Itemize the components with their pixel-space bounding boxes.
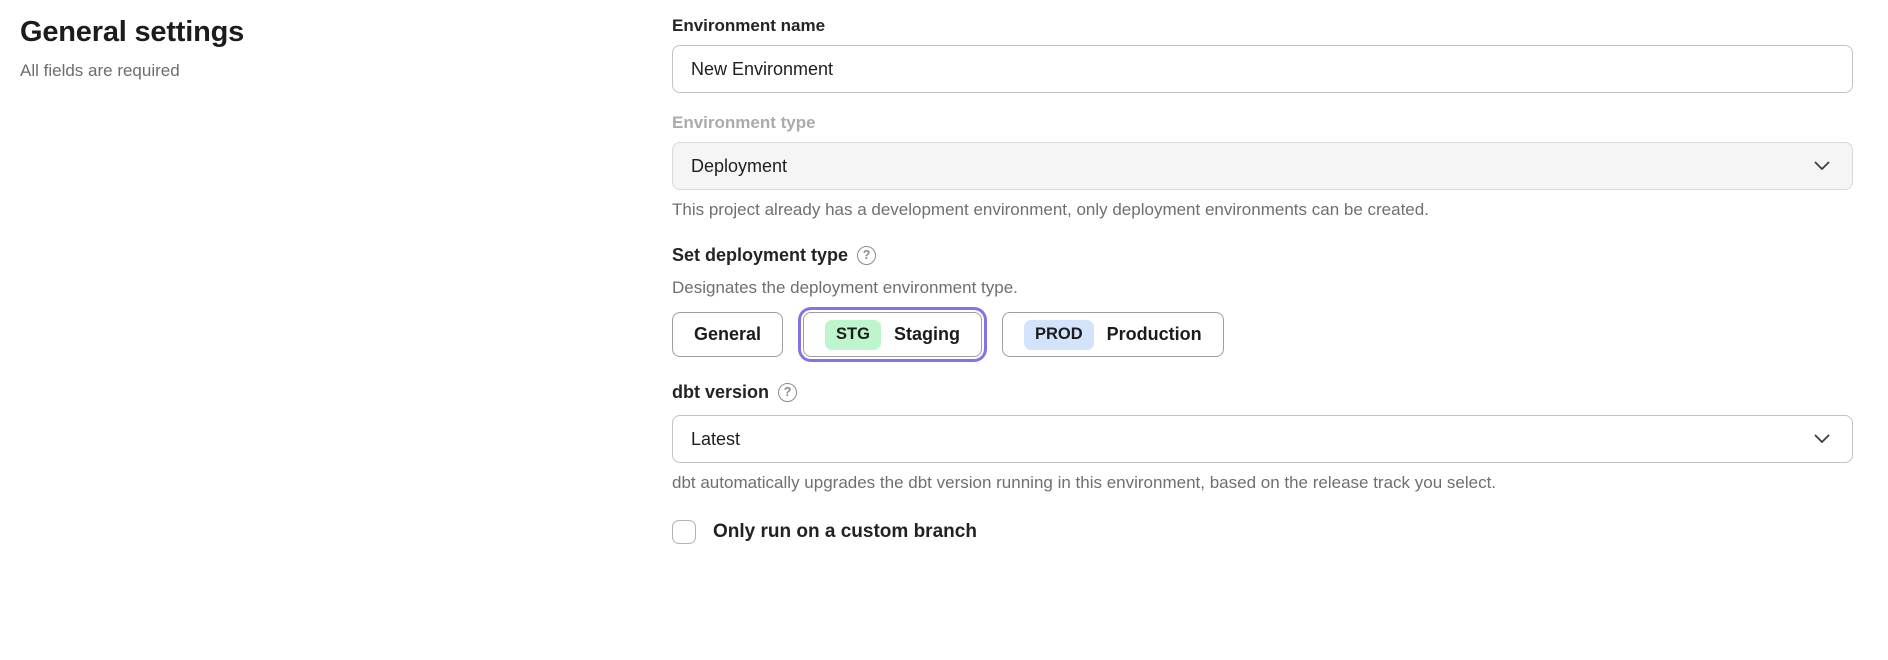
environment-name-label: Environment name <box>672 16 826 35</box>
production-badge: PROD <box>1023 319 1094 350</box>
dbt-version-label: dbt version <box>672 382 770 402</box>
deployment-type-label: Set deployment type <box>672 245 849 265</box>
environment-type-select: Deployment <box>672 142 1853 190</box>
deployment-type-options: General STG Staging PROD Production <box>672 312 1853 357</box>
environment-type-value: Deployment <box>691 155 788 176</box>
deployment-type-production-label: Production <box>1106 324 1202 344</box>
dbt-version-helper: dbt automatically upgrades the dbt versi… <box>672 473 1497 492</box>
custom-branch-row: Only run on a custom branch <box>672 520 1853 544</box>
deployment-type-staging-button[interactable]: STG Staging <box>803 312 982 357</box>
deployment-type-general-button[interactable]: General <box>672 312 784 357</box>
page-subtitle: All fields are required <box>20 61 180 80</box>
environment-name-input[interactable] <box>672 45 1853 93</box>
page-title: General settings <box>20 16 245 48</box>
custom-branch-label[interactable]: Only run on a custom branch <box>713 521 977 542</box>
help-icon[interactable]: ? <box>857 246 877 265</box>
dbt-version-select[interactable]: Latest <box>672 415 1853 463</box>
deployment-type-general-label: General <box>694 324 762 344</box>
environment-form: Environment name Environment type Deploy… <box>672 16 1853 544</box>
staging-badge: STG <box>825 319 881 350</box>
environment-type-helper: This project already has a development e… <box>672 200 1429 219</box>
dbt-version-value: Latest <box>691 428 741 449</box>
help-icon[interactable]: ? <box>778 383 798 402</box>
deployment-type-production-button[interactable]: PROD Production <box>1001 312 1224 357</box>
deployment-type-label-row: Set deployment type ? <box>672 245 1853 266</box>
deployment-type-staging-label: Staging <box>893 324 960 344</box>
dbt-version-label-row: dbt version ? <box>672 382 1853 403</box>
custom-branch-checkbox[interactable] <box>672 520 696 544</box>
chevron-down-icon <box>1814 161 1830 171</box>
settings-header: General settings All fields are required <box>20 16 580 81</box>
deployment-type-description: Designates the deployment environment ty… <box>672 278 1018 297</box>
chevron-down-icon <box>1814 434 1830 444</box>
environment-type-label: Environment type <box>672 113 816 132</box>
